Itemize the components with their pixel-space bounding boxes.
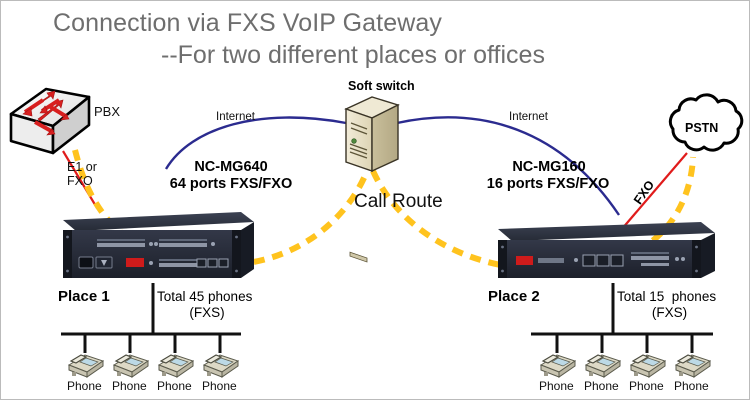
call-route-label: Call Route (354, 191, 443, 212)
gateway-right-ports: 16 ports FXS/FXO (486, 176, 610, 192)
e1-fxo-link (62, 150, 98, 209)
internet-label-right: Internet (509, 111, 548, 123)
internet-link-left (164, 116, 347, 170)
desk-phone-icon (67, 354, 712, 378)
site2-phone-label: Phone (539, 379, 574, 393)
internet-link-right (396, 116, 620, 216)
site2-phone-label: Phone (674, 379, 709, 393)
site2-total-line1: Total 15 phones (617, 289, 717, 304)
site1-total-line2: (FXS) (189, 305, 225, 320)
site2-name: Place 2 (488, 288, 540, 305)
fxo-link-right (620, 152, 688, 231)
site1-phone-label: Phone (67, 379, 102, 393)
cloud-icon (668, 93, 744, 152)
site1-total-line1: Total 45 phones (157, 289, 253, 304)
site2-phone-label: Phone (629, 379, 664, 393)
rack-gateway-icon-left (63, 212, 254, 278)
page-title-line1: Connection via FXS VoIP Gateway (53, 9, 442, 37)
softswitch-label: Soft switch (348, 79, 415, 93)
fxo-label-right: FXO (631, 177, 658, 208)
e1-or-fxo-label: E1 or FXO (67, 160, 97, 188)
site1-phone-label: Phone (157, 379, 192, 393)
site1-name: Place 1 (58, 288, 110, 305)
server-tower-icon (344, 96, 400, 263)
site2-total-line2: (FXS) (651, 305, 688, 320)
site2-phone-label: Phone (584, 379, 619, 393)
site1-phone-label: Phone (112, 379, 147, 393)
pbx-label: PBX (94, 104, 121, 119)
page-title-line2: --For two different places or offices (161, 41, 545, 69)
gateway-left-ports: 64 ports FXS/FXO (169, 176, 293, 192)
pbx-switch-icon (9, 87, 91, 155)
gateway-left-model: NC-MG640 (194, 159, 268, 175)
internet-label-left: Internet (216, 111, 255, 123)
pstn-label: PSTN (685, 121, 719, 135)
gateway-right-model: NC-MG160 (512, 159, 586, 175)
rack-gateway-icon-right (498, 222, 715, 278)
site1-phone-label: Phone (202, 379, 237, 393)
